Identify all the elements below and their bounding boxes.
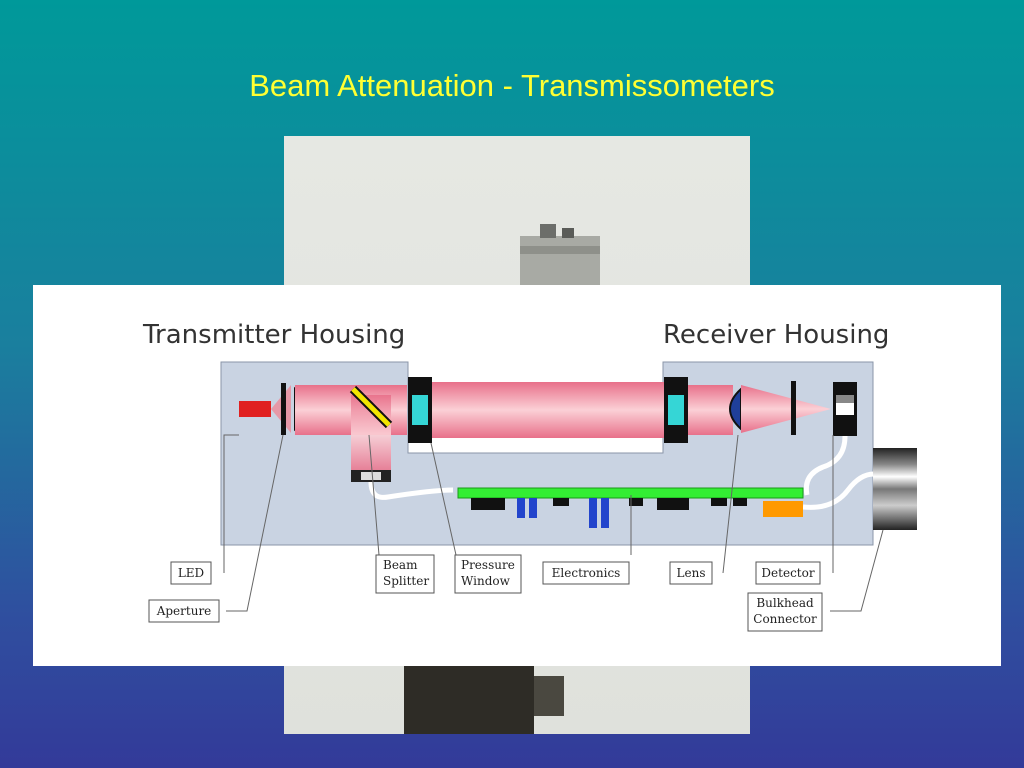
callout-detector: Detector <box>755 561 821 585</box>
receiver-aperture <box>791 381 796 435</box>
receiver-beam <box>688 385 733 435</box>
pressure-window-rx <box>668 395 684 425</box>
callout-bulkhead-connector: Bulkhead Connector <box>747 592 823 632</box>
beam-splitter <box>351 387 391 427</box>
ic-chip <box>629 498 643 506</box>
led-leader <box>223 434 239 573</box>
slide-title: Beam Attenuation - Transmissometers <box>249 68 775 103</box>
instrument-connector <box>540 224 556 238</box>
callout-box <box>375 554 435 594</box>
bulkhead-label-line2: Connector <box>753 612 817 626</box>
instrument-base-side <box>534 676 564 716</box>
capacitor <box>601 498 609 528</box>
ic-chip <box>471 498 505 510</box>
pressure-window-tx <box>412 395 428 425</box>
beam-splitter-label-line2: Splitter <box>383 574 429 588</box>
capacitor <box>589 498 597 528</box>
lens-label: Lens <box>677 566 706 580</box>
device-photo-graphic <box>404 224 600 734</box>
capacitor <box>517 498 525 518</box>
electronics-label: Electronics <box>552 566 621 580</box>
callout-box <box>542 561 630 585</box>
connector-lead <box>763 501 803 517</box>
instrument-top <box>520 236 600 288</box>
detector-band <box>836 395 854 403</box>
beam-splitter-leader <box>368 434 380 556</box>
callout-box <box>747 592 823 632</box>
receiver-beam-cone <box>741 385 831 433</box>
instrument-base <box>404 664 534 734</box>
pressure-window-label-line1: Pressure <box>461 558 515 572</box>
aperture-plate <box>281 383 286 435</box>
reference-cable <box>368 481 454 500</box>
ic-chip <box>733 498 747 506</box>
ic-chip <box>711 498 727 506</box>
callout-led: LED <box>170 561 212 585</box>
callout-pressure-window: Pressure Window <box>454 554 522 594</box>
leader-lines <box>223 434 884 612</box>
callout-beam-splitter: Beam Splitter <box>375 554 435 594</box>
aperture-leader <box>226 434 284 612</box>
callout-box <box>755 561 821 585</box>
receiver-lens <box>729 386 742 432</box>
instrument-band <box>520 246 600 254</box>
callout-box <box>454 554 522 594</box>
detector-face <box>836 403 854 415</box>
beam-splitter-label-line1: Beam <box>383 558 418 572</box>
aperture-label: Aperture <box>156 604 212 618</box>
bulkhead-cable <box>802 471 882 510</box>
detector-label: Detector <box>761 566 814 580</box>
bulkhead-connector <box>873 448 917 530</box>
callout-lens: Lens <box>669 561 713 585</box>
reference-detector-face <box>361 472 381 480</box>
instrument-connector-2 <box>562 228 574 238</box>
bulkhead-leader <box>830 529 884 612</box>
callout-box <box>669 561 713 585</box>
transmissometer-diagram: Transmitter Housing Receiver Housing <box>33 285 1001 666</box>
pressure-window-leader <box>430 442 457 556</box>
main-light-beam <box>432 382 664 438</box>
transmitter-housing-label: Transmitter Housing <box>142 320 405 350</box>
capacitor <box>529 498 537 518</box>
receiver-housing-label: Receiver Housing <box>663 320 889 350</box>
callout-aperture: Aperture <box>148 599 220 623</box>
led-emitter <box>239 401 271 417</box>
pressure-window-label-line2: Window <box>461 574 511 588</box>
callout-box <box>170 561 212 585</box>
led-label: LED <box>178 566 204 580</box>
bulkhead-label-line1: Bulkhead <box>756 596 814 610</box>
callout-box <box>148 599 220 623</box>
callout-electronics: Electronics <box>542 561 630 585</box>
ic-chip <box>657 498 689 510</box>
ic-chip <box>553 498 569 506</box>
lens-leader <box>722 434 739 574</box>
diagram-graphic: Transmitter Housing Receiver Housing <box>142 320 917 632</box>
detector-cable <box>803 435 848 496</box>
